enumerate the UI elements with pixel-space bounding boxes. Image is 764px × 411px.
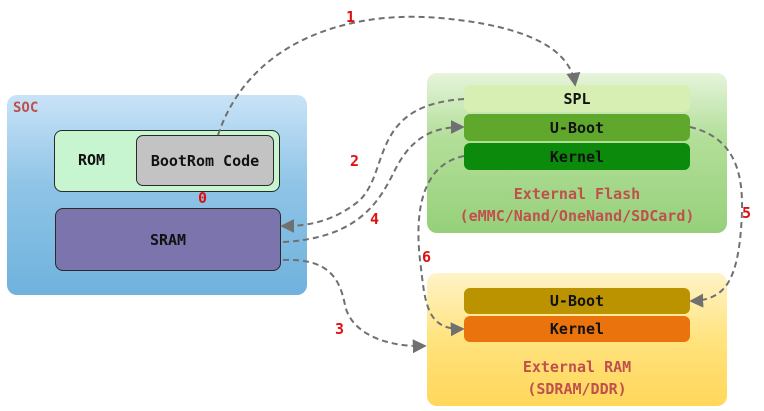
- ram-subtitle: (SDRAM/DDR): [527, 380, 627, 398]
- sram-block: SRAM: [55, 208, 281, 271]
- ram-kernel-block: Kernel: [464, 316, 690, 342]
- flash-spl-block: SPL: [464, 85, 690, 112]
- soc-label: SOC: [13, 100, 39, 116]
- step-number-1: 1: [346, 8, 356, 26]
- ram-kernel-label: Kernel: [549, 320, 605, 338]
- flash-kernel-block: Kernel: [464, 143, 690, 170]
- step-number-3: 3: [335, 320, 345, 338]
- bootrom-code-block: BootRom Code: [136, 135, 274, 186]
- step-number-4: 4: [370, 210, 380, 228]
- flash-spl-label: SPL: [563, 89, 591, 108]
- flash-title: External Flash: [513, 185, 641, 203]
- flash-kernel-label: Kernel: [549, 147, 605, 166]
- ram-uboot-block: U-Boot: [464, 288, 690, 314]
- ram-title: External RAM: [522, 358, 632, 376]
- rom-label: ROM: [78, 151, 106, 169]
- bootrom-code-label: BootRom Code: [150, 151, 260, 170]
- step-number-5: 5: [742, 204, 752, 222]
- step-number-6: 6: [422, 248, 432, 266]
- ram-uboot-label: U-Boot: [549, 292, 605, 310]
- flash-uboot-label: U-Boot: [549, 118, 605, 137]
- step-number-2: 2: [350, 152, 360, 170]
- step-number-0: 0: [198, 189, 208, 207]
- flash-subtitle: (eMMC/Nand/OneNand/SDCard): [459, 207, 695, 225]
- sram-label: SRAM: [149, 230, 187, 249]
- flash-uboot-block: U-Boot: [464, 114, 690, 141]
